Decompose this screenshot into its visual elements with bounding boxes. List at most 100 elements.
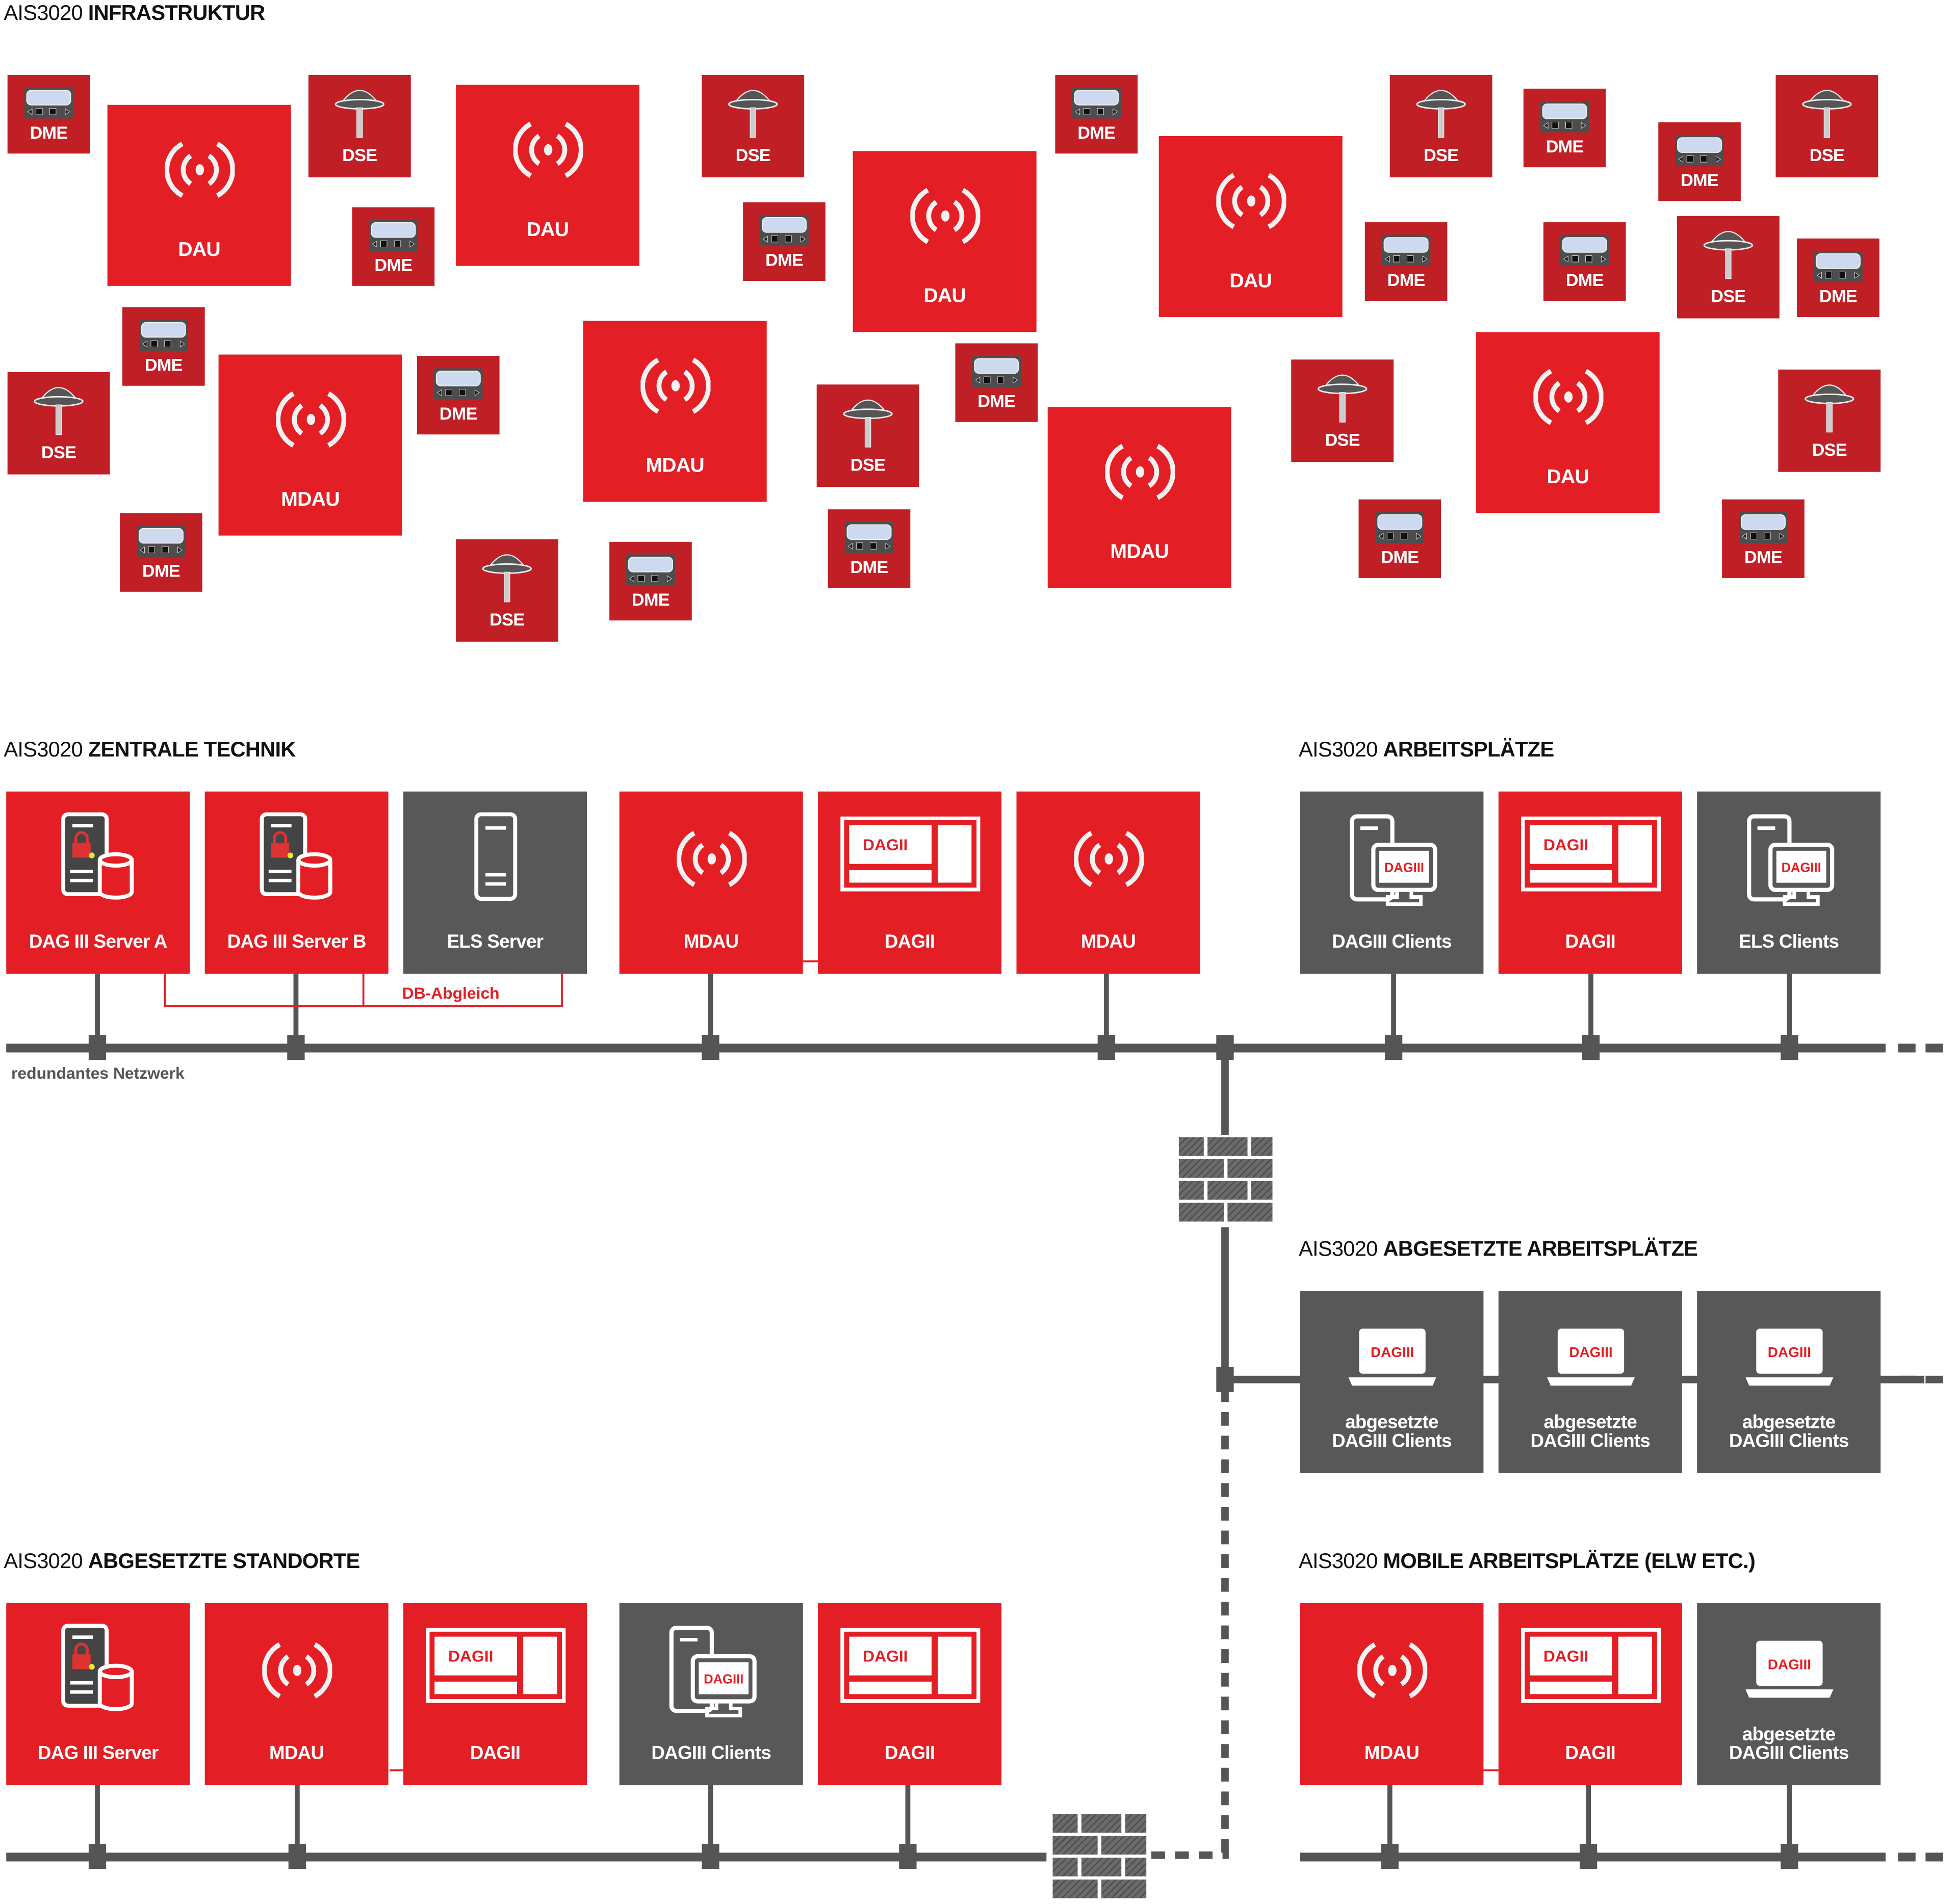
drop-line [294, 1784, 300, 1853]
infrastructure-tile-mdau[interactable]: MDAU [1047, 407, 1231, 588]
infrastructure-tile-dme[interactable]: DME [1523, 88, 1606, 168]
network-connector [88, 1035, 107, 1060]
broadcast-icon [910, 181, 980, 251]
infrastructure-tile-dau[interactable]: DAU [1476, 332, 1660, 513]
dme-device-icon [136, 526, 186, 557]
infrastructure-tile-dme[interactable]: DME [609, 541, 692, 621]
infrastructure-tile-dme[interactable]: DME [828, 509, 911, 588]
tile-label: DAG III Server A [29, 931, 167, 953]
tile-label: abgesetzte DAGIII Clients [1729, 1724, 1849, 1764]
tile-label: DME [1744, 546, 1783, 567]
infrastructure-tile-dse[interactable]: DSE [1389, 74, 1492, 177]
infrastructure-tile-dse[interactable]: DSE [702, 74, 805, 177]
tile-label: DME [30, 122, 68, 143]
infrastructure-tile-dme[interactable]: DME [352, 207, 435, 286]
zentrale-tile-dag-iii-server-b[interactable]: DAG III Server B [204, 791, 389, 974]
tile-label: DSE [1325, 429, 1360, 450]
header-abgesetzte-arbeitsplaetze: AIS3020 ABGESETZTE ARBEITSPLÄTZE [1298, 1237, 1698, 1261]
tile-label: DAU [178, 240, 220, 261]
continuation-dash [1898, 1853, 1916, 1862]
zentrale-tile-mdau[interactable]: MDAU [619, 791, 803, 974]
tile-label: DAU [923, 285, 966, 307]
dme-device-icon [1813, 251, 1863, 282]
infrastructure-tile-dse[interactable]: DSE [1778, 369, 1881, 472]
infrastructure-tile-dme[interactable]: DME [122, 307, 205, 386]
continuation-dash [1925, 1044, 1943, 1053]
laptop-icon: DAGIII [1344, 1328, 1439, 1389]
abgesetzte-standorte-tile-dag-iii-server[interactable]: DAG III Server [6, 1603, 190, 1786]
network-connector [1781, 1035, 1798, 1060]
infrastructure-tile-dme[interactable]: DME [743, 202, 826, 281]
infrastructure-tile-dme[interactable]: DME [1364, 222, 1448, 301]
tile-label: DME [977, 390, 1016, 411]
infrastructure-tile-dme[interactable]: DME [1658, 122, 1741, 201]
dagiii-icon-text: DAGIII [1767, 1344, 1811, 1360]
infrastructure-tile-dme[interactable]: DME [120, 513, 202, 592]
infrastructure-tile-dme[interactable]: DME [1797, 238, 1879, 318]
dse-antenna-icon [719, 83, 787, 140]
infrastructure-tile-dme[interactable]: DME [1358, 499, 1441, 578]
client-workstation-icon: DAGIII [1741, 814, 1836, 909]
infrastructure-tile-dau[interactable]: DAU [1158, 136, 1343, 318]
zentrale-tile-els-server[interactable]: ELS Server [403, 791, 587, 974]
network-connector [702, 1035, 719, 1060]
drop-line [708, 1784, 713, 1853]
tile-label: DME [142, 560, 181, 581]
broadcast-icon [1073, 824, 1144, 894]
infrastructure-tile-mdau[interactable]: MDAU [583, 321, 767, 502]
infrastructure-tile-dme[interactable]: DME [1543, 222, 1626, 301]
infrastructure-tile-dse[interactable]: DSE [816, 384, 919, 487]
laptop-icon: DAGIII [1543, 1328, 1638, 1389]
network-connector [1216, 1367, 1234, 1392]
infrastructure-tile-dau[interactable]: DAU [455, 85, 639, 266]
zentrale-tile-dag-iii-server-a[interactable]: DAG III Server A [6, 791, 190, 974]
tile-label: DSE [342, 145, 377, 165]
zentrale-tile-mdau[interactable]: MDAU [1016, 791, 1200, 974]
infrastructure-tile-dse[interactable]: DSE [1677, 216, 1780, 319]
abgesetzte-standorte-tile-mdau[interactable]: MDAU [204, 1603, 389, 1786]
infrastructure-tile-mdau[interactable]: MDAU [218, 354, 402, 536]
dme-device-icon [1381, 234, 1431, 266]
infrastructure-tile-dme[interactable]: DME [417, 355, 500, 435]
infrastructure-tile-dse[interactable]: DSE [1291, 359, 1394, 462]
infrastructure-tile-dse[interactable]: DSE [308, 74, 411, 177]
tile-label: DME [765, 249, 804, 270]
infrastructure-tile-dse[interactable]: DSE [1775, 74, 1878, 177]
dse-antenna-icon [1796, 377, 1863, 435]
infrastructure-tile-dse[interactable]: DSE [7, 372, 110, 475]
mobile-tile-mdau[interactable]: MDAU [1300, 1603, 1484, 1786]
dme-device-icon [24, 87, 74, 119]
dme-device-icon [1560, 234, 1610, 266]
infrastructure-tile-dme[interactable]: DME [1722, 499, 1805, 578]
continuation-dash [1898, 1375, 1916, 1384]
infrastructure-tile-dme[interactable]: DME [1055, 74, 1138, 154]
dme-device-icon [626, 554, 676, 586]
tile-label: DAG III Server B [227, 931, 367, 953]
infrastructure-tile-dme[interactable]: DME [955, 343, 1038, 422]
network-connector [288, 1844, 306, 1869]
infrastructure-tile-dse[interactable]: DSE [455, 539, 558, 642]
infrastructure-tile-dau[interactable]: DAU [853, 151, 1037, 332]
broadcast-icon [164, 135, 235, 204]
tile-label: DME [1381, 546, 1419, 567]
tile-label: DSE [1812, 439, 1847, 460]
tile-label: DME [850, 557, 889, 577]
tile-label: DAGII [884, 931, 935, 953]
infrastructure-tile-dme[interactable]: DME [7, 74, 90, 154]
infrastructure-tile-dau[interactable]: DAU [107, 105, 291, 286]
tile-label: MDAU [684, 931, 739, 953]
drop-line [1387, 1784, 1393, 1853]
